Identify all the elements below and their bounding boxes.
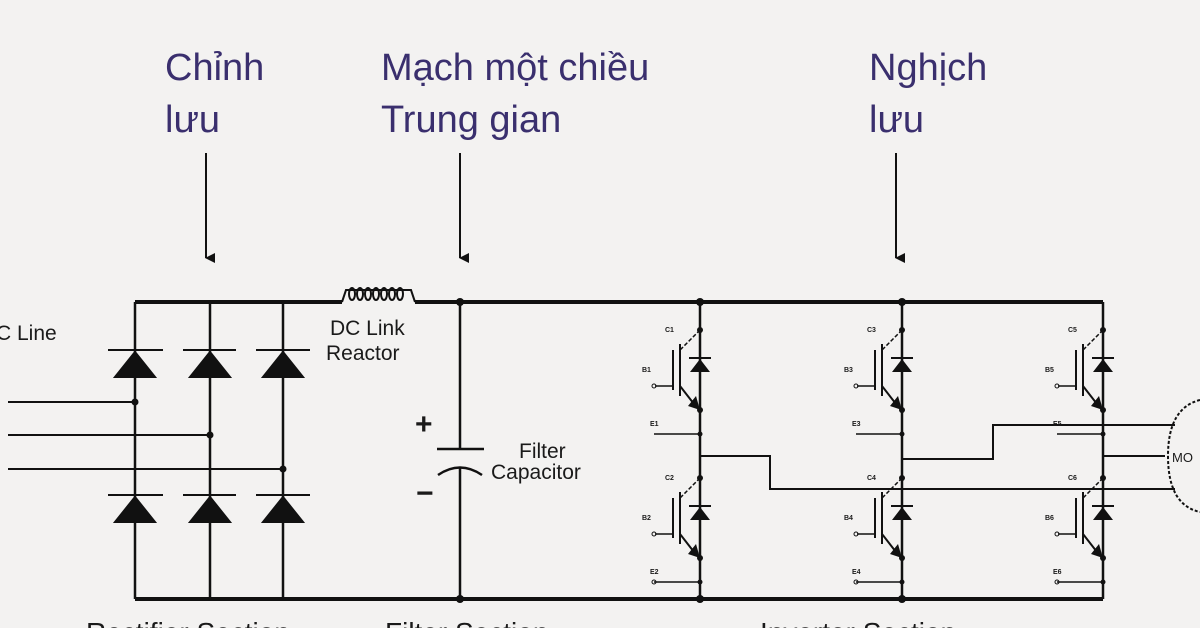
emitter-sense-node: [697, 431, 703, 437]
igbt-emitter-lead: [881, 533, 897, 553]
label-reactor: Reactor: [326, 342, 400, 365]
heading-dc-link-line1: Mạch một chiều: [381, 47, 650, 89]
igbt-base-label: B6: [1045, 515, 1054, 522]
junction-dots: [131, 298, 464, 603]
igbt-emitter-arrow-icon: [1091, 544, 1103, 558]
igbt-collector-lead: [1082, 329, 1104, 351]
igbt-emitter-label: E5: [1053, 421, 1062, 428]
output-phase-wires: [700, 424, 1175, 490]
igbt-emitter-label: E3: [852, 421, 861, 428]
label-plus: +: [415, 408, 433, 441]
label-minus: −: [416, 477, 434, 510]
label-ac-line: C Line: [0, 322, 57, 345]
diode-icon: [108, 349, 163, 378]
igbt-emitter-arrow-icon: [688, 396, 700, 410]
igbt-emitter-lead: [881, 385, 897, 405]
freewheel-diode-icon: [690, 507, 710, 520]
label-rectifier-section: Rectifier Section: [86, 617, 290, 628]
igbt-emitter-lead: [1082, 533, 1098, 553]
motor-icon: [1166, 399, 1200, 513]
igbt-emitter-lead: [1082, 385, 1098, 405]
ac-input-lines: [8, 401, 283, 470]
freewheel-diode-icon: [1093, 359, 1113, 372]
igbt-emitter-arrow-icon: [1091, 396, 1103, 410]
emitter-sense-node: [697, 579, 703, 585]
igbt-base-label: B5: [1045, 367, 1054, 374]
gate-terminal-icon: [853, 383, 859, 389]
igbt-collector-label: C5: [1068, 327, 1077, 334]
emitter-terminal-icon: [1054, 579, 1060, 585]
gate-terminal-icon: [651, 531, 657, 537]
heading-rectifier: Chỉnh lưu: [165, 42, 264, 146]
label-dc-link: DC Link: [330, 317, 405, 340]
igbt-emitter-arrow-icon: [890, 396, 902, 410]
label-capacitor: Capacitor: [491, 461, 581, 484]
inverter-legs: [698, 302, 1105, 599]
igbt-collector-label: C2: [665, 475, 674, 482]
heading-inverter-line2: lưu: [869, 99, 925, 141]
label-inverter-section: Inverter Section: [760, 617, 956, 628]
freewheel-diode-icon: [892, 359, 912, 372]
igbt-base-label: B3: [844, 367, 853, 374]
igbt-emitter-label: E4: [852, 569, 861, 576]
emitter-terminal-icon: [651, 579, 657, 585]
heading-inverter-line1: Nghịch: [869, 47, 988, 89]
diode-icon: [108, 494, 163, 523]
igbt-base-label: B1: [642, 367, 651, 374]
inverter-bus-dots: [696, 298, 906, 603]
freewheel-diode-icon: [1093, 507, 1113, 520]
igbt-emitter-label: E1: [650, 421, 659, 428]
igbt-emitter-arrow-icon: [688, 544, 700, 558]
gate-terminal-icon: [853, 531, 859, 537]
heading-dc-link-line2: Trung gian: [381, 99, 562, 141]
rectifier-bridge: [133, 302, 285, 599]
igbt-base-label: B4: [844, 515, 853, 522]
freewheel-diode-icon: [892, 507, 912, 520]
rectifier-diodes: [108, 349, 310, 523]
gate-terminal-icon: [1054, 383, 1060, 389]
emitter-sense-node: [899, 431, 905, 437]
heading-dc-link: Mạch một chiều Trung gian: [381, 42, 649, 146]
emitter-sense-node: [1100, 579, 1106, 585]
heading-rectifier-line2: lưu: [165, 99, 221, 141]
freewheel-diode-icon: [690, 359, 710, 372]
dc-link-reactor-icon: [341, 287, 416, 303]
igbt-base-label: B2: [642, 515, 651, 522]
igbt-emitter-lead: [679, 533, 695, 553]
gate-terminal-icon: [1054, 531, 1060, 537]
label-filter: Filter: [519, 440, 566, 463]
igbt-emitter-label: E6: [1053, 569, 1062, 576]
diode-icon: [183, 349, 236, 378]
emitter-sense-node: [899, 579, 905, 585]
igbt-collector-label: C3: [867, 327, 876, 334]
diode-icon: [256, 494, 310, 523]
heading-inverter: Nghịch lưu: [869, 42, 987, 146]
igbt-collector-lead: [1082, 477, 1104, 499]
filter-capacitor-icon: [437, 302, 484, 599]
igbt-collector-lead: [881, 477, 903, 499]
igbt-collector-lead: [679, 329, 701, 351]
igbt-emitter-arrow-icon: [890, 544, 902, 558]
diode-icon: [183, 494, 236, 523]
diode-icon: [256, 349, 310, 378]
igbt-collector-label: C1: [665, 327, 674, 334]
emitter-sense-node: [1100, 431, 1106, 437]
igbt-emitter-label: E2: [650, 569, 659, 576]
heading-rectifier-line1: Chỉnh: [165, 47, 265, 89]
igbt-collector-lead: [679, 477, 701, 499]
label-filter-section: Filter Section: [385, 617, 548, 628]
label-motor: MO: [1172, 450, 1193, 465]
igbt-emitter-lead: [679, 385, 695, 405]
igbt-collector-label: C4: [867, 475, 876, 482]
igbt-collector-label: C6: [1068, 475, 1077, 482]
emitter-terminal-icon: [853, 579, 859, 585]
igbt-collector-lead: [881, 329, 903, 351]
gate-terminal-icon: [651, 383, 657, 389]
